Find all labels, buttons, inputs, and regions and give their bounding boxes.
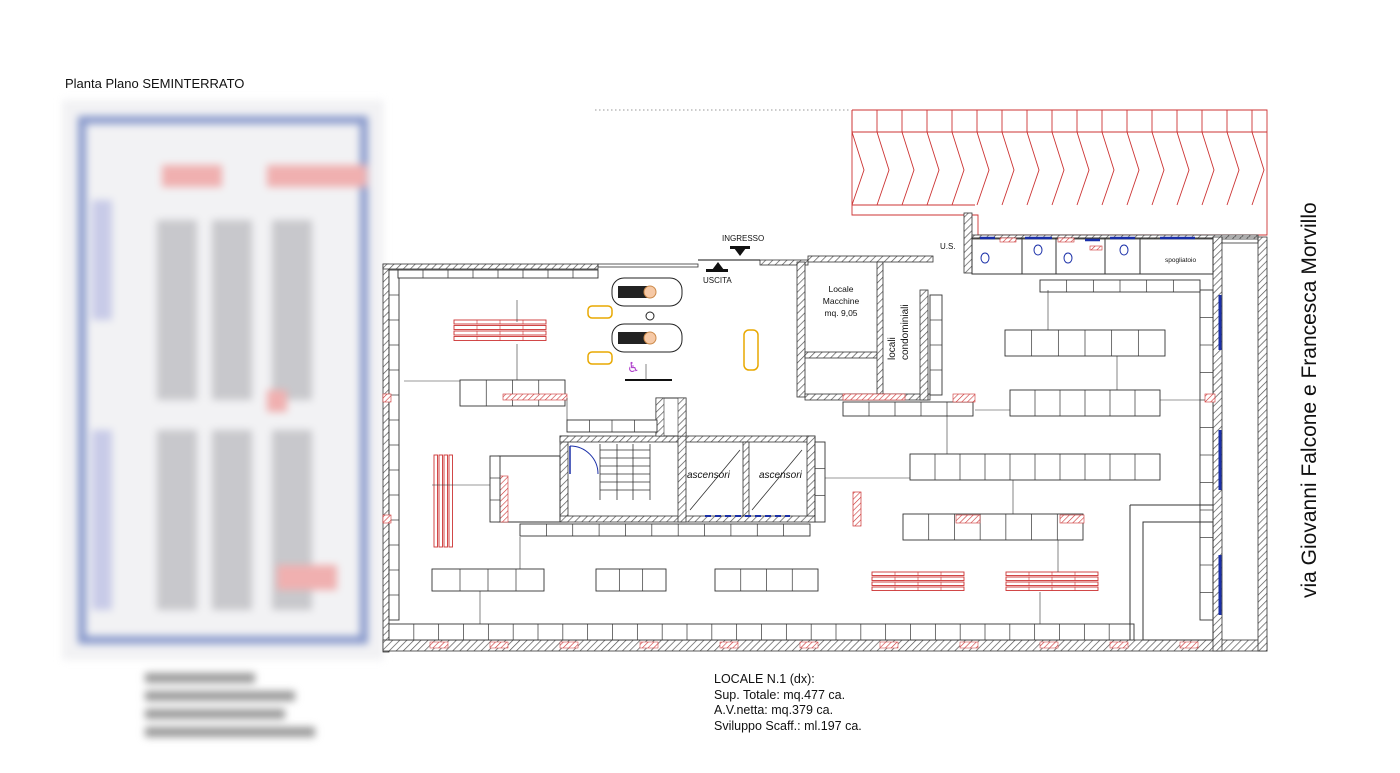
pillar-4 bbox=[1059, 514, 1085, 524]
info-title: LOCALE N.1 (dx): bbox=[714, 672, 815, 686]
pillar-7 bbox=[382, 514, 392, 524]
bottom-pillar-4 bbox=[719, 641, 739, 649]
right-perimeter-shelf bbox=[1199, 289, 1214, 621]
island-shelf-4 bbox=[909, 453, 1161, 481]
blurred-neighbor-plan bbox=[62, 100, 482, 660]
pillar-0 bbox=[502, 393, 568, 401]
restrooms bbox=[971, 236, 1214, 275]
street-name: via Giovanni Falcone e Francesca Morvill… bbox=[1298, 202, 1321, 598]
pallet-group-3 bbox=[1005, 571, 1099, 591]
core-top-shelf bbox=[566, 419, 658, 433]
emergency-exit-label: U.S. bbox=[940, 242, 956, 251]
bottom-pillar-8 bbox=[1039, 641, 1059, 649]
condo-rooms-label-2: condominiali bbox=[900, 304, 911, 360]
island-shelf-1 bbox=[1004, 329, 1166, 357]
ramp-hatched-area bbox=[851, 109, 1268, 236]
changing-room-label: spogliatoio bbox=[1165, 257, 1196, 264]
pallet-group-1 bbox=[453, 319, 547, 341]
core-bottom-shelf bbox=[519, 523, 811, 537]
bottom-pillar-1 bbox=[489, 641, 509, 649]
core-right-shelf bbox=[814, 441, 826, 523]
island-shelf-8 bbox=[595, 568, 667, 592]
svg-text:♿: ♿ bbox=[627, 360, 640, 376]
machine-room-label-2: Macchine bbox=[823, 296, 860, 306]
left-perimeter-shelf bbox=[388, 269, 400, 621]
display-pallets bbox=[382, 319, 1216, 649]
info-block: LOCALE N.1 (dx): Sup. Totale: mq.477 ca.… bbox=[714, 672, 862, 734]
island-shelf-5 bbox=[902, 513, 1084, 541]
island-shelf-2 bbox=[1009, 389, 1161, 417]
condo-rooms-label-1: locali bbox=[887, 337, 898, 360]
info-net-area: A.V.netta: mq.379 ca. bbox=[714, 703, 834, 717]
bottom-pillar-5 bbox=[799, 641, 819, 649]
bottom-pillar-2 bbox=[559, 641, 579, 649]
elevator-label-2: ascensori bbox=[759, 470, 803, 481]
info-shelving-length: Sviluppo Scaff.: ml.197 ca. bbox=[714, 718, 862, 733]
machine-room-area: mq. 9,05 bbox=[824, 308, 857, 318]
pillar-2 bbox=[952, 393, 976, 403]
display-block bbox=[852, 491, 862, 527]
shelving bbox=[388, 269, 1214, 641]
plan-title: Planta Plano SEMINTERRATO bbox=[65, 76, 245, 91]
dimension-lines bbox=[404, 290, 1200, 624]
pillar-3 bbox=[955, 514, 981, 524]
entrance-label: INGRESSO bbox=[722, 234, 764, 243]
island-shelf-9 bbox=[714, 568, 819, 592]
pillar-5 bbox=[1204, 393, 1216, 403]
core-left-shelf bbox=[489, 455, 501, 523]
exit-label: USCITA bbox=[703, 276, 732, 285]
info-total-area: Sup. Totale: mq.477 ca. bbox=[714, 687, 846, 702]
back-room bbox=[1129, 504, 1214, 641]
island-shelf-3 bbox=[842, 401, 974, 417]
checkout-area: ♿ bbox=[587, 277, 759, 381]
entrance-marker bbox=[698, 246, 760, 272]
blurred-legend bbox=[140, 665, 330, 745]
top-perimeter-shelf bbox=[397, 269, 599, 279]
island-shelf-7 bbox=[431, 568, 545, 592]
bottom-pillar-3 bbox=[639, 641, 659, 649]
pallet-group-vertical bbox=[433, 454, 453, 548]
bottom-pillar-7 bbox=[959, 641, 979, 649]
restroom-front-shelf bbox=[1039, 279, 1201, 293]
elevator-label-1: ascensori bbox=[687, 470, 731, 481]
bottom-perimeter-shelf bbox=[388, 623, 1135, 641]
bottom-pillar-10 bbox=[1179, 641, 1199, 649]
bottom-pillar-6 bbox=[879, 641, 899, 649]
pillar-6 bbox=[382, 393, 392, 403]
island-shelf-6 bbox=[459, 379, 566, 407]
pallet-group-2 bbox=[871, 571, 965, 591]
stair-elevator-core bbox=[497, 397, 816, 523]
bottom-pillar-9 bbox=[1109, 641, 1129, 649]
bottom-pillar-0 bbox=[429, 641, 449, 649]
condo-side-shelf bbox=[929, 294, 943, 396]
machine-room-label-1: Locale bbox=[828, 284, 853, 294]
pillar-1 bbox=[842, 393, 906, 401]
